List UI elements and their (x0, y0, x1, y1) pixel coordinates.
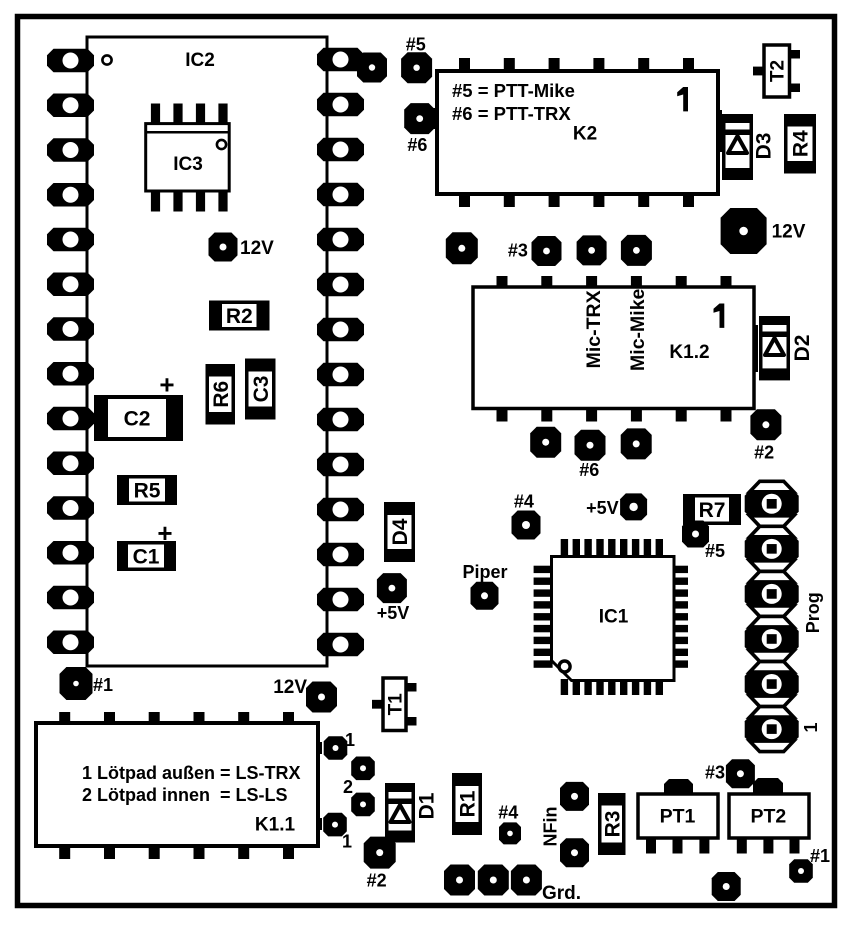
svg-text:R4: R4 (790, 130, 813, 157)
svg-text:#6: #6 (407, 135, 427, 155)
svg-text:#6: #6 (579, 460, 599, 480)
svg-text:Prog: Prog (803, 592, 823, 633)
svg-text:NFin: NFin (540, 807, 560, 847)
svg-text:C2: C2 (124, 408, 151, 431)
svg-text:PT2: PT2 (751, 806, 787, 828)
svg-text:#5 = PTT-Mike: #5 = PTT-Mike (452, 80, 575, 101)
svg-text:1: 1 (345, 730, 355, 750)
svg-text:+: + (157, 518, 172, 548)
svg-text:D2: D2 (791, 335, 814, 362)
svg-text:C1: C1 (133, 546, 160, 569)
svg-text:#2: #2 (367, 870, 387, 890)
svg-text:R5: R5 (134, 480, 161, 503)
svg-text:Piper: Piper (462, 562, 507, 582)
svg-text:#5: #5 (705, 541, 725, 561)
svg-text:#1: #1 (810, 846, 830, 866)
svg-text:12V: 12V (240, 238, 274, 259)
svg-text:2 Lötpad innen = LS-LS: 2 Lötpad innen = LS-LS (82, 785, 288, 805)
svg-text:#3: #3 (508, 240, 528, 260)
svg-text:#6 = PTT-TRX: #6 = PTT-TRX (452, 103, 571, 124)
svg-text:PT1: PT1 (660, 806, 696, 828)
svg-text:R6: R6 (210, 381, 233, 408)
svg-text:#5: #5 (406, 35, 426, 55)
svg-text:+5V: +5V (377, 603, 410, 623)
svg-text:R1: R1 (457, 790, 480, 817)
svg-text:Mic-TRX: Mic-TRX (583, 290, 605, 368)
svg-text:R3: R3 (601, 811, 624, 838)
svg-text:D4: D4 (389, 518, 412, 545)
svg-text:#1: #1 (93, 675, 113, 695)
svg-text:1 Lötpad außen = LS-TRX: 1 Lötpad außen = LS-TRX (82, 763, 301, 783)
svg-text:C3: C3 (250, 376, 273, 403)
svg-text:#3: #3 (705, 763, 725, 783)
svg-text:IC2: IC2 (185, 50, 215, 71)
svg-text:2: 2 (343, 777, 353, 797)
svg-text:#4: #4 (498, 803, 518, 823)
svg-text:+: + (159, 370, 174, 400)
svg-text:D1: D1 (416, 792, 439, 819)
svg-text:T2: T2 (768, 60, 789, 82)
svg-text:IC1: IC1 (599, 606, 629, 627)
svg-text:K2: K2 (573, 123, 597, 144)
svg-text:#4: #4 (514, 492, 534, 512)
svg-text:K1.2: K1.2 (669, 342, 709, 363)
svg-text:12V: 12V (772, 222, 806, 243)
svg-text:K1.1: K1.1 (255, 814, 296, 835)
svg-text:+5V: +5V (586, 498, 619, 518)
svg-text:1: 1 (342, 832, 352, 852)
svg-text:#2: #2 (754, 443, 774, 463)
svg-text:Mic-Mike: Mic-Mike (627, 288, 649, 371)
svg-text:D3: D3 (753, 133, 776, 160)
svg-text:IC3: IC3 (173, 154, 203, 175)
svg-text:R7: R7 (699, 499, 726, 522)
svg-text:12V: 12V (273, 677, 307, 698)
svg-text:Grd.: Grd. (542, 883, 581, 904)
svg-text:1: 1 (801, 722, 821, 732)
svg-text:R2: R2 (226, 305, 253, 328)
svg-text:T1: T1 (385, 693, 406, 716)
